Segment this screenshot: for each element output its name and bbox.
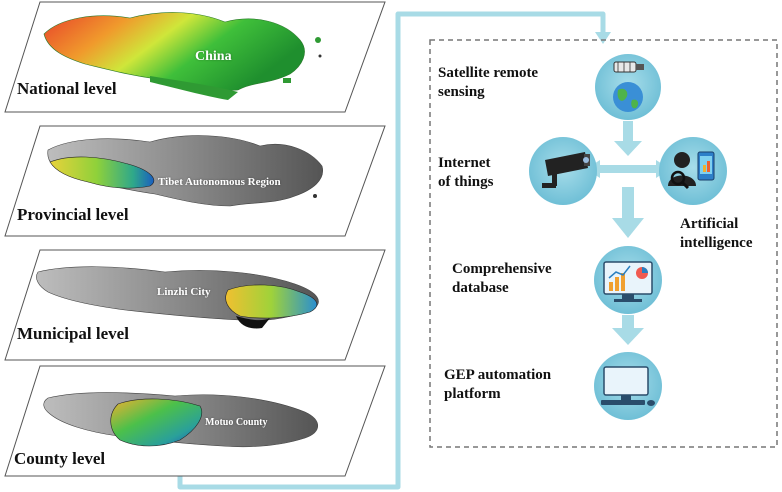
- county-level-layer: [4, 365, 386, 477]
- satellite-label: Satellite remote sensing: [438, 65, 539, 100]
- connector-arrowhead: [595, 32, 611, 44]
- tibet-label: Tibet Autonomous Region: [158, 176, 281, 188]
- iot-node: [529, 137, 597, 205]
- national-level-layer: [4, 1, 386, 113]
- tibet-highlight-map: [49, 156, 155, 189]
- platform-node: [594, 352, 662, 420]
- provincial-level-label: Provincial level: [17, 205, 129, 224]
- municipal-level-label: Municipal level: [17, 324, 129, 343]
- satellite-globe-icon: [613, 61, 644, 112]
- person-phone-icon: [668, 151, 715, 190]
- desktop-computer-icon: [601, 366, 655, 406]
- motuo-label: Motuo County: [205, 417, 268, 428]
- motuo-highlight-map: [110, 398, 202, 447]
- security-camera-icon: [542, 152, 590, 188]
- iot-label: Internet of things: [438, 155, 494, 190]
- linzhi-label: Linzhi City: [157, 286, 211, 298]
- ai-node: [659, 137, 727, 205]
- linzhi-highlight-map: [225, 284, 318, 319]
- china-map: [43, 12, 305, 91]
- county-level-label: County level: [14, 449, 106, 468]
- provincial-level-layer: [4, 125, 386, 237]
- ai-label: Artificial intelligence: [680, 216, 753, 251]
- level-to-technology-connector: [177, 11, 606, 490]
- platform-label: GEP automation platform: [444, 367, 552, 402]
- technology-box: [429, 39, 778, 448]
- china-label: China: [195, 49, 232, 64]
- municipal-level-layer: [4, 249, 386, 361]
- satellite-node: [595, 54, 661, 120]
- monitor-chart-icon: [603, 261, 653, 302]
- database-label: Comprehensive database: [452, 261, 552, 296]
- database-node: [594, 246, 662, 314]
- national-level-label: National level: [17, 79, 117, 98]
